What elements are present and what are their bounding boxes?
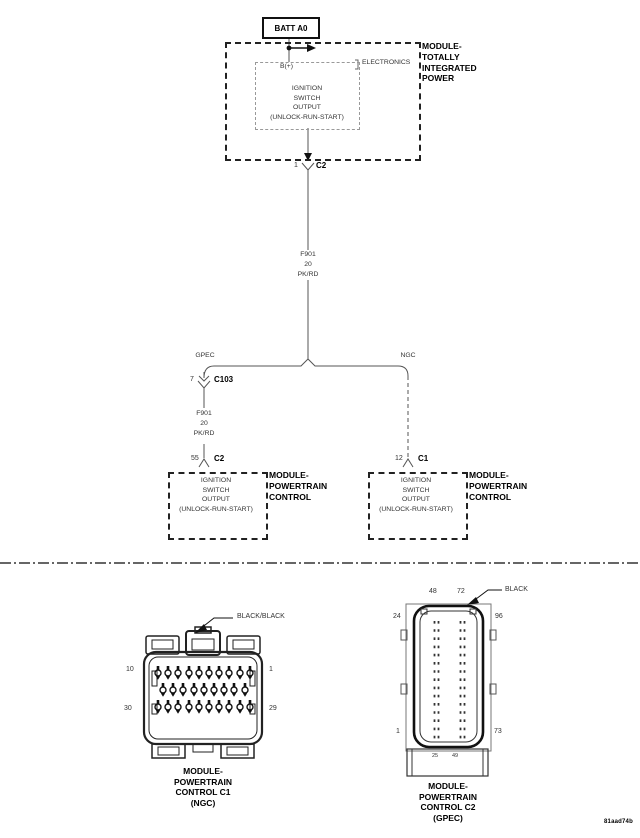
c2-top-pin: 1 xyxy=(294,162,298,169)
ngc-pin-top-left: 10 xyxy=(126,666,134,673)
pcm-right-box xyxy=(368,472,468,540)
pcm-label-line: POWERTRAIN xyxy=(269,480,328,491)
caption-line: MODULE- xyxy=(428,781,468,791)
branch-label-gpec: GPEC xyxy=(185,351,225,361)
gpec-color-leader xyxy=(471,589,502,603)
ngc-color-arrowhead xyxy=(195,624,207,633)
c2-pcm-name: C2 xyxy=(214,454,225,463)
gpec-pin-upper-right: 96 xyxy=(495,613,503,620)
ngc-caption: MODULE- POWERTRAIN CONTROL C1 (NGC) xyxy=(143,766,263,808)
tipm-label-line: INTEGRATED xyxy=(422,62,477,73)
ngc-pin-bottom-right: 29 xyxy=(269,705,277,712)
function-line: (UNLOCK-RUN-START) xyxy=(270,114,344,122)
wire-color: PK/RD xyxy=(297,271,319,278)
c1-pcm-name: C1 xyxy=(418,454,429,463)
gpec-connector-drawing xyxy=(400,603,497,777)
b-plus-label: B(+) xyxy=(280,63,294,70)
function-line: (UNLOCK-RUN-START) xyxy=(179,506,253,514)
electronics-bracket xyxy=(355,59,359,70)
ngc-color-label: BLACK/BLACK xyxy=(237,613,285,620)
function-line: SWITCH xyxy=(402,486,430,494)
ngc-pin-bottom-left: 30 xyxy=(124,705,132,712)
ngc-label: NGC xyxy=(400,352,416,359)
wire-circuit: F901 xyxy=(196,410,212,417)
diagram-id-code: 81aad74b xyxy=(604,819,633,825)
wire-gauge: 20 xyxy=(304,261,312,268)
gpec-label: GPEC xyxy=(195,352,215,359)
caption-line: (NGC) xyxy=(190,797,216,808)
caption-line: MODULE- xyxy=(183,766,223,776)
tipm-label-line: TOTALLY xyxy=(422,51,460,62)
pcm-left-box xyxy=(168,472,268,540)
gpec-pin-lower-left: 1 xyxy=(396,728,400,735)
caption-line: (GPEC) xyxy=(433,812,463,823)
wire-label-gpec: F901 20 PK/RD xyxy=(184,409,224,439)
c103-pin: 7 xyxy=(190,376,194,383)
ngc-pin-top-right: 1 xyxy=(269,666,273,673)
gpec-pin-top-left: 48 xyxy=(429,588,437,595)
pcm-left-module-label: MODULE- POWERTRAIN CONTROL xyxy=(269,470,327,502)
wire-gauge: 20 xyxy=(200,420,208,427)
function-line: (UNLOCK-RUN-START) xyxy=(379,506,453,514)
wire-color: PK/RD xyxy=(193,430,215,437)
gpec-color-label: BLACK xyxy=(505,586,528,593)
tipm-label-line: MODULE- xyxy=(422,41,462,51)
pcm-right-function-text: IGNITION SWITCH OUTPUT (UNLOCK-RUN-START… xyxy=(369,476,463,515)
function-line: IGNITION xyxy=(200,477,232,484)
function-line: SWITCH xyxy=(202,486,230,494)
wire-label-main: F901 20 PK/RD xyxy=(288,250,328,280)
ngc-color-leader xyxy=(199,617,233,630)
arrows xyxy=(286,44,316,161)
gpec-pin-top-right: 72 xyxy=(457,588,465,595)
caption-line: POWERTRAIN xyxy=(418,791,478,802)
c1-pcm-pin: 12 xyxy=(395,455,403,462)
tipm-label-line: POWER xyxy=(422,73,455,84)
gpec-caption: MODULE- POWERTRAIN CONTROL C2 (GPEC) xyxy=(388,781,508,823)
pcm-label-line: POWERTRAIN xyxy=(469,480,528,491)
pcm-left-function-text: IGNITION SWITCH OUTPUT (UNLOCK-RUN-START… xyxy=(169,476,263,515)
electronics-label: ELECTRONICS xyxy=(362,59,411,66)
wire-circuit: F901 xyxy=(300,251,316,258)
branch-label-ngc: NGC xyxy=(388,351,428,361)
tipm-module-label: MODULE- TOTALLY INTEGRATED POWER xyxy=(422,41,477,84)
caption-line: CONTROL C1 xyxy=(175,787,231,797)
function-line: OUTPUT xyxy=(293,104,321,112)
gpec-pin-lower-right: 73 xyxy=(494,728,502,735)
function-line: IGNITION xyxy=(400,477,432,484)
function-line: IGNITION xyxy=(291,85,323,92)
caption-line: POWERTRAIN xyxy=(173,776,233,787)
pcm-label-line: MODULE- xyxy=(469,470,509,480)
function-line: OUTPUT xyxy=(402,496,430,504)
pcm-label-line: CONTROL xyxy=(269,491,312,502)
gpec-pin-base-left: 25 xyxy=(432,753,439,759)
c2-top-name: C2 xyxy=(316,161,327,170)
tipm-module-box xyxy=(225,42,421,161)
electronics-box xyxy=(255,62,360,130)
ngc-connector-pins xyxy=(154,665,254,715)
gpec-color-arrowhead xyxy=(467,597,479,605)
function-line: OUTPUT xyxy=(202,496,230,504)
function-line: SWITCH xyxy=(293,94,321,102)
caption-line: CONTROL C2 xyxy=(420,802,476,812)
batt-fuse-box: BATT A0 xyxy=(262,17,320,39)
pcm-right-module-label: MODULE- POWERTRAIN CONTROL xyxy=(469,470,527,502)
c103-name: C103 xyxy=(214,375,234,384)
gpec-pin-upper-left: 24 xyxy=(393,613,401,620)
pcm-label-line: CONTROL xyxy=(469,491,512,502)
pcm-label-line: MODULE- xyxy=(269,470,309,480)
c2-pcm-pin: 55 xyxy=(191,455,199,462)
gpec-pin-base-right: 49 xyxy=(452,753,459,759)
tipm-function-text: IGNITION SWITCH OUTPUT (UNLOCK-RUN-START… xyxy=(257,84,357,123)
